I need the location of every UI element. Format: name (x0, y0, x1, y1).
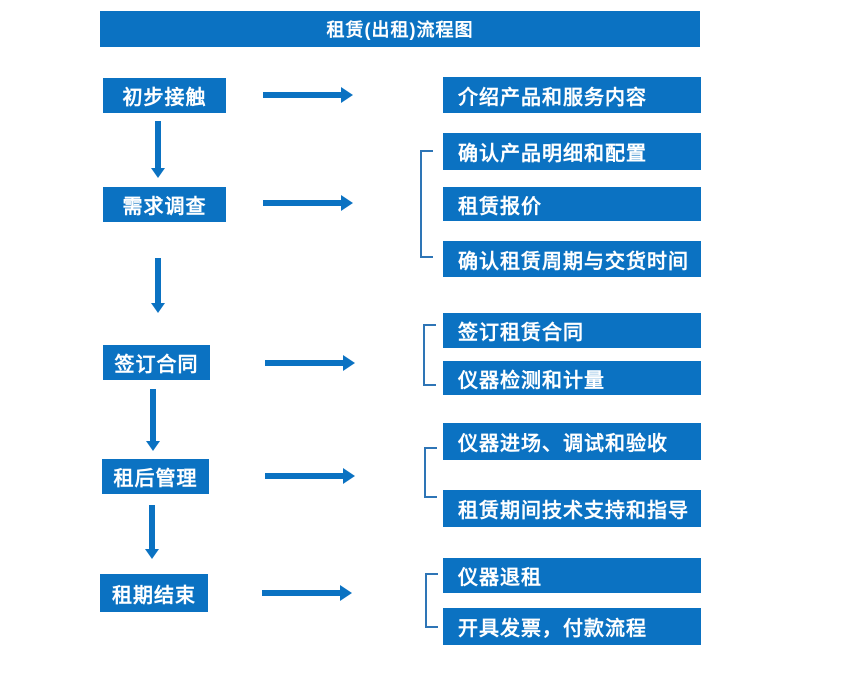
down-arrow-1-icon (151, 121, 165, 178)
down-arrow-3-icon (146, 389, 160, 451)
stage-box-post-rental-management: 租后管理 (102, 459, 209, 494)
right-arrow-3-icon (265, 355, 355, 371)
right-arrow-2-icon (263, 195, 353, 211)
detail-box-instrument-setup-acceptance: 仪器进场、调试和验收 (443, 423, 701, 460)
right-arrow-4-icon (265, 468, 355, 484)
right-arrow-1-icon (263, 87, 353, 103)
detail-box-technical-support: 租赁期间技术支持和指导 (443, 490, 701, 527)
flowchart-title: 租赁(出租)流程图 (326, 20, 474, 40)
flowchart-title-bar: 租赁(出租)流程图 (100, 11, 700, 47)
detail-box-rental-quote: 租赁报价 (443, 187, 701, 221)
stage-box-initial-contact: 初步接触 (103, 78, 226, 113)
detail-box-confirm-period-delivery: 确认租赁周期与交货时间 (443, 241, 701, 277)
down-arrow-2-icon (151, 258, 165, 313)
detail-box-invoice-payment: 开具发票，付款流程 (443, 608, 701, 645)
detail-box-introduce-products: 介绍产品和服务内容 (443, 77, 701, 113)
group-bracket-3 (423, 324, 436, 386)
detail-box-sign-rental-contract: 签订租赁合同 (443, 313, 701, 348)
stage-box-demand-survey: 需求调查 (103, 187, 226, 222)
detail-box-instrument-return: 仪器退租 (443, 558, 701, 593)
down-arrow-4-icon (145, 505, 159, 559)
detail-box-instrument-inspection: 仪器检测和计量 (443, 361, 701, 395)
right-arrow-5-icon (262, 585, 352, 601)
stage-box-sign-contract: 签订合同 (103, 345, 210, 380)
group-bracket-5 (425, 573, 438, 628)
group-bracket-2 (420, 150, 433, 258)
stage-box-rental-end: 租期结束 (100, 574, 208, 612)
group-bracket-4 (424, 447, 437, 498)
detail-box-confirm-product-config: 确认产品明细和配置 (443, 133, 701, 170)
